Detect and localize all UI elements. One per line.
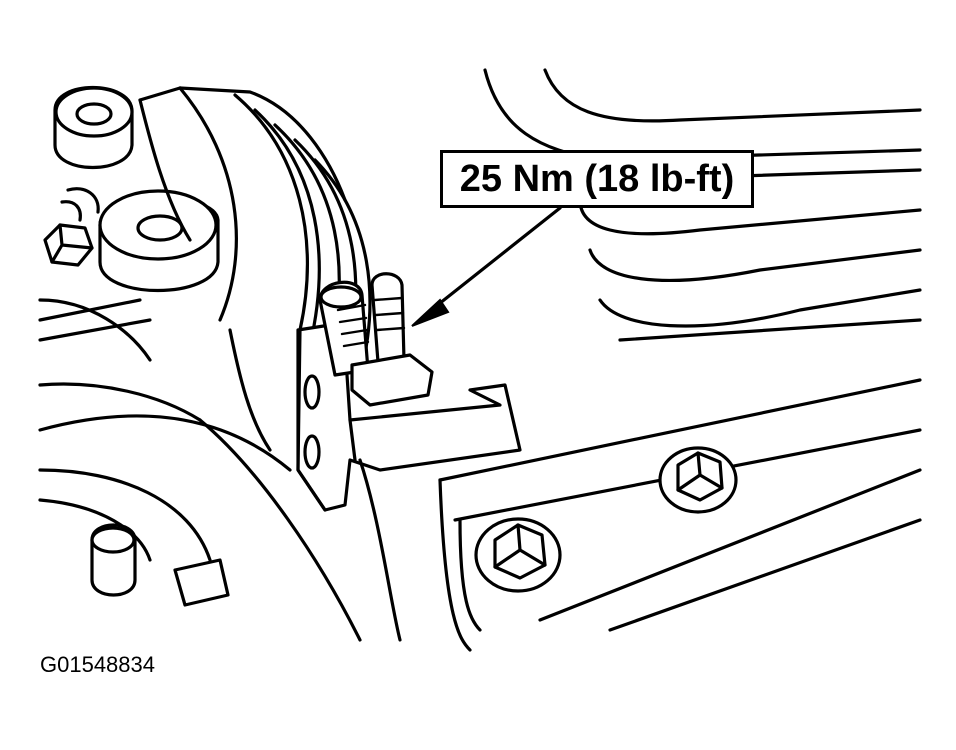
left-hex-bolt xyxy=(43,187,100,267)
crossmember xyxy=(198,378,922,652)
threaded-stud xyxy=(318,272,434,407)
callout-leader xyxy=(411,206,562,327)
torque-callout-label: 25 Nm (18 lb-ft) xyxy=(440,150,754,208)
right-hex-bolt xyxy=(658,446,738,514)
figure-id-label: G01548834 xyxy=(40,652,155,677)
lower-left-studs xyxy=(90,523,230,607)
left-housing xyxy=(38,298,292,562)
upper-bushing xyxy=(53,85,134,170)
lower-bushing xyxy=(98,189,220,293)
lower-hex-bolt xyxy=(474,517,562,593)
